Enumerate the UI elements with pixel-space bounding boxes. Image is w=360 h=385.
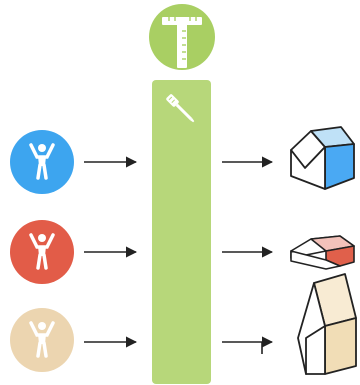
screwdriver-icon <box>166 94 195 123</box>
person-icon <box>29 321 55 358</box>
pipeline-bar <box>152 80 211 384</box>
top-tool-circle <box>149 4 215 70</box>
person-node-beige <box>10 308 74 372</box>
tall-house-icon <box>297 273 357 375</box>
person-node-blue <box>10 130 74 194</box>
person-icon <box>29 233 55 270</box>
input-arrows <box>84 156 138 348</box>
person-node-red <box>10 220 74 284</box>
person-icon <box>29 143 55 180</box>
t-square-ruler-icon <box>162 17 202 68</box>
flat-slab-icon <box>290 235 355 270</box>
house-cube-icon <box>290 126 355 190</box>
output-arrows <box>222 156 274 354</box>
